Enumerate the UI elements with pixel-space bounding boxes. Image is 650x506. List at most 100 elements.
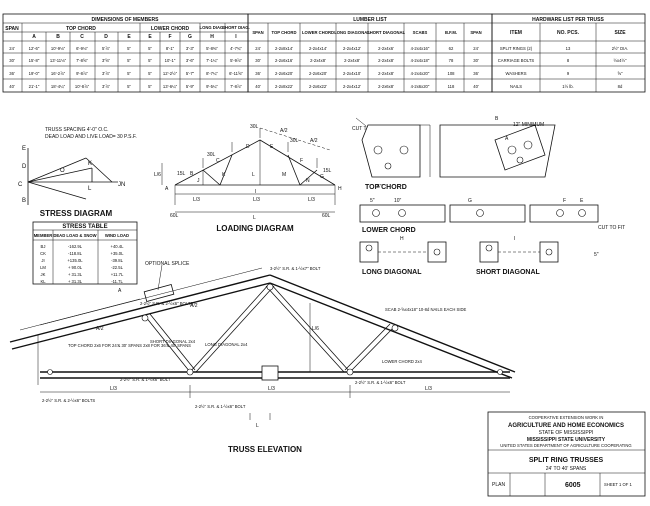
members-cell: 5'-7" bbox=[186, 71, 195, 76]
load-30l-left: 30L bbox=[207, 152, 216, 158]
lumber-col-header: SPAN bbox=[252, 30, 263, 35]
hardware-cell: SPLIT RINGS (2) bbox=[500, 46, 533, 51]
lumber-cell: 40' bbox=[255, 84, 261, 89]
loading-diagram: 30L 30L 30L 15L 15L 60L 60L A B C D E F … bbox=[154, 124, 342, 233]
members-cell: 5" bbox=[148, 84, 152, 89]
hardware-cell: 8 bbox=[567, 58, 570, 63]
members-col-header: I bbox=[235, 34, 237, 40]
title-block-line4: MISSISSIPPI STATE UNIVERSITY bbox=[527, 437, 606, 443]
cut-to-fit-lower: CUT TO FIT bbox=[598, 225, 625, 231]
lumber-col-header: LOWER CHORD bbox=[302, 30, 334, 35]
members-cell: 13'-6¼" bbox=[163, 84, 178, 89]
long-diagonal-label: LONG DIAGONAL bbox=[362, 269, 422, 276]
lumber-cell: 30' bbox=[255, 58, 261, 63]
lumber-col-header: SHORT DIAGONAL bbox=[367, 30, 406, 35]
members-cell: 3'-6" bbox=[186, 58, 195, 63]
load-dim-a2a: A/2 bbox=[280, 128, 288, 134]
members-cell: 5" bbox=[127, 58, 131, 63]
lumber-cell: 2-2x4x12' bbox=[343, 46, 361, 51]
stress-cell: CK bbox=[40, 251, 46, 256]
members-cell: 36' bbox=[9, 71, 15, 76]
lumber-cell: 4-2x4x18" bbox=[411, 58, 430, 63]
members-cell: 12'-6" bbox=[29, 46, 40, 51]
load-label-j: J bbox=[197, 178, 200, 184]
lumber-cell: 2-2x4x12' bbox=[343, 84, 361, 89]
hardware-col-header: NO. PCS. bbox=[557, 30, 580, 36]
lumber-cell: 2-2x6x8' bbox=[378, 84, 394, 89]
members-span-header: SPAN bbox=[5, 26, 19, 32]
hardware-col-header: SIZE bbox=[614, 30, 626, 36]
members-cell: 13'-11⅛" bbox=[50, 58, 67, 63]
lumber-col-header: SPAN bbox=[470, 30, 481, 35]
load-label-k: K bbox=[222, 172, 226, 178]
stress-cell: -162.9L bbox=[68, 244, 83, 249]
members-cell: 9'-8⅞" bbox=[76, 71, 88, 76]
scab-note: SCAB 2-⅝x4x18" 10-8d NAILS EACH SIDE bbox=[385, 307, 467, 312]
lumber-cell: 40' bbox=[473, 84, 479, 89]
title-block-line2: AGRICULTURE AND HOME ECONOMICS bbox=[508, 423, 624, 429]
members-col-header: F bbox=[168, 34, 171, 40]
members-cell: 10'-1" bbox=[165, 58, 176, 63]
members-cell: 8'-1" bbox=[166, 46, 175, 51]
member-details: CUT TO FIT 6" B 12" MINIMUM A TOP CHORD … bbox=[352, 116, 625, 276]
hardware-cell: 2½" DIA. bbox=[612, 46, 629, 51]
elev-dim-a2-upper: A/2 bbox=[190, 303, 198, 309]
members-cell: 3'⅞" bbox=[102, 84, 111, 89]
elev-dim-l3-left: L/3 bbox=[110, 386, 117, 392]
elev-dim-l3-right: L/3 bbox=[425, 386, 432, 392]
plan-title: SPLIT RING TRUSSES bbox=[529, 457, 604, 464]
members-cell: 30' bbox=[9, 58, 15, 63]
lumber-cell: 2-2x4x8' bbox=[344, 58, 360, 63]
short-diag-dim-5: 5" bbox=[594, 252, 599, 258]
lumber-cell: 30' bbox=[473, 58, 479, 63]
stress-cell: JI bbox=[41, 258, 44, 263]
optional-splice-label: OPTIONAL SPLICE bbox=[145, 261, 190, 267]
load-dim-a2b: A/2 bbox=[310, 138, 318, 144]
lumber-col-header: SCABS bbox=[413, 30, 428, 35]
title-block-line3: STATE OF MISSISSIPPI bbox=[539, 430, 594, 436]
stress-diagram-title: STRESS DIAGRAM bbox=[40, 209, 113, 218]
lumber-cell: 2-2x4x14' bbox=[309, 46, 327, 51]
truss-elevation-title: TRUSS ELEVATION bbox=[228, 445, 302, 454]
title-block-line5: UNITED STATES DEPARTMENT OF AGRICULTURE … bbox=[500, 443, 631, 448]
members-cell: 5'⅞" bbox=[102, 46, 111, 51]
members-cell: 24' bbox=[9, 46, 15, 51]
lower-chord-label: LOWER CHORD bbox=[362, 227, 416, 234]
members-long-diag-header: LONG DIAG. bbox=[200, 25, 225, 30]
stress-cell: BJ bbox=[41, 244, 46, 249]
load-label-h: H bbox=[338, 186, 342, 192]
hardware-cell: NAILS bbox=[510, 84, 522, 89]
load-label-g: G bbox=[320, 174, 324, 180]
lower-dim-5: 5" bbox=[370, 198, 375, 204]
title-block-line1: COOPERATIVE EXTENSION WORK IN bbox=[529, 415, 604, 420]
lumber-cell: 4-2x6x20" bbox=[411, 84, 430, 89]
load-label-m: M bbox=[282, 172, 286, 178]
members-cell: 12'-2½" bbox=[163, 71, 178, 76]
elev-dim-l3-center: L/3 bbox=[268, 386, 275, 392]
lower-dim-g: G bbox=[468, 198, 472, 204]
lumber-cell: 2-2x8x14' bbox=[275, 46, 293, 51]
lumber-cell: 108 bbox=[448, 71, 456, 76]
stress-cell: +35.0L bbox=[111, 251, 125, 256]
load-label-l: L bbox=[252, 172, 255, 178]
stress-label-jn: JN bbox=[118, 182, 125, 188]
members-cell: 6'-11⅝" bbox=[229, 71, 243, 76]
lumber-cell: 2-2x4x8' bbox=[310, 58, 326, 63]
bolt-note-upper-left: 2-2½" S.R. & 2-½x6" BOLTS bbox=[140, 301, 193, 306]
members-col-header: E bbox=[148, 34, 152, 40]
hardware-cell: ½x4½" bbox=[614, 58, 627, 63]
members-col-header: G bbox=[188, 34, 192, 40]
lumber-cell: 4-2x4x20" bbox=[411, 71, 430, 76]
load-label-b: B bbox=[190, 171, 194, 177]
hardware-table-title: HARDWARE LIST PER TRUSS bbox=[532, 17, 604, 23]
lumber-cell: 78 bbox=[449, 58, 454, 63]
stress-col-header: WIND LOAD bbox=[105, 233, 129, 238]
bolt-note-left-mid: 2-2½" S.R. & 1-½x6" BOLT bbox=[120, 377, 171, 382]
load-dim-l: L bbox=[253, 215, 256, 221]
lumber-cell: 2-2x4x6' bbox=[378, 46, 394, 51]
stress-cell: JK bbox=[41, 272, 46, 277]
load-label-a: A bbox=[165, 186, 169, 192]
members-cell: 6'-9⅛" bbox=[76, 46, 88, 51]
